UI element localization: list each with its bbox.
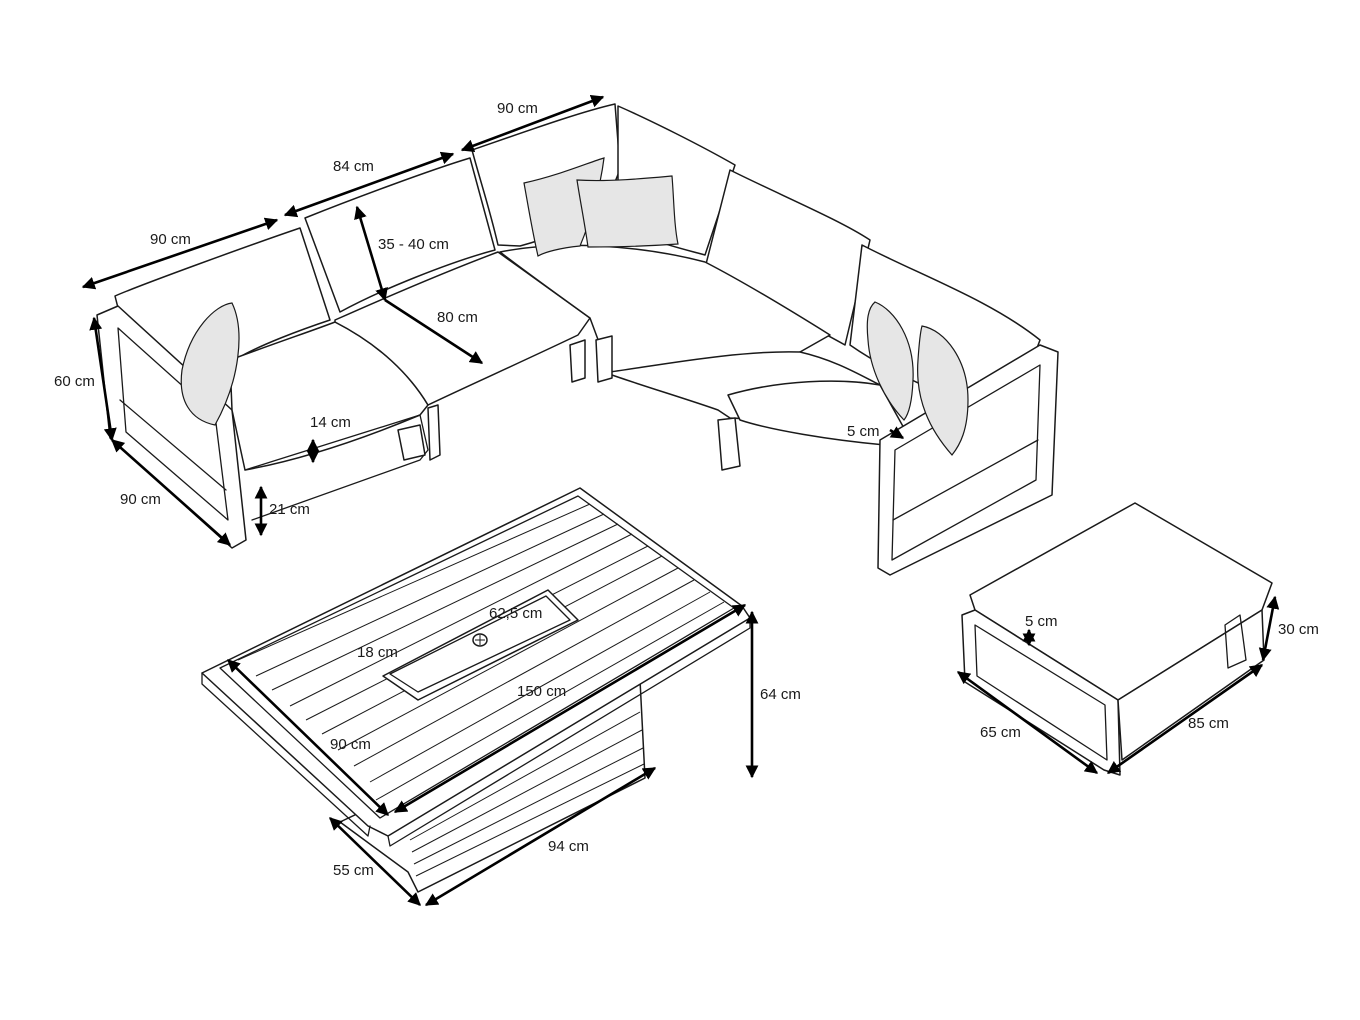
dim-arrow-ottoman-height xyxy=(1258,595,1280,662)
label-cushion-thickness: 14 cm xyxy=(310,414,351,431)
seat-cushion-middle xyxy=(334,251,591,406)
dim-arrow-base-width xyxy=(329,817,421,906)
pillow-corner-b xyxy=(576,175,679,248)
label-table-width: 90 cm xyxy=(330,736,371,753)
label-ottoman-width: 85 cm xyxy=(1188,715,1229,732)
leg-frame-1 xyxy=(397,424,426,461)
dimension-lines xyxy=(81,95,1280,907)
leg-frame-4 xyxy=(595,335,613,383)
label-sofa-corner-width: 90 cm xyxy=(497,100,538,117)
dim-arrow-seat-depth xyxy=(384,298,484,365)
label-table-length: 150 cm xyxy=(517,683,566,700)
leg-frame-2 xyxy=(427,404,441,461)
dimension-labels: 90 cm 84 cm 90 cm 35 - 40 cm 80 cm 60 cm… xyxy=(54,100,1319,879)
dim-arrow-sofa-left-width xyxy=(81,217,279,290)
dim-arrow-table-length xyxy=(227,659,389,816)
label-table-height: 64 cm xyxy=(760,686,801,703)
label-burner-width: 18 cm xyxy=(357,644,398,661)
label-ottoman-depth: 65 cm xyxy=(980,724,1021,741)
dim-arrow-sofa-height xyxy=(89,316,117,442)
label-seat-height: 21 cm xyxy=(269,501,310,518)
dim-arrow-base-length xyxy=(424,766,657,907)
leg-frame-5 xyxy=(717,417,741,471)
right-armrest xyxy=(877,344,1059,576)
label-burner-length: 62,5 cm xyxy=(489,605,542,622)
label-ottoman-height: 30 cm xyxy=(1278,621,1319,638)
fire-pit-table xyxy=(201,487,751,893)
dim-arrow-sofa-corner-width xyxy=(460,95,605,152)
pillow-right-b xyxy=(917,325,969,456)
label-sofa-left-width: 90 cm xyxy=(150,231,191,248)
dim-arrow-ottoman-width xyxy=(1106,663,1264,775)
dim-arrow-ottoman-depth xyxy=(956,670,1099,775)
pillow-left xyxy=(180,302,240,426)
label-base-width: 55 cm xyxy=(333,862,374,879)
dim-arrow-armrest-width xyxy=(889,426,905,440)
dim-arrow-sofa-depth xyxy=(111,439,231,546)
seat-cushion-corner xyxy=(499,244,831,377)
pillow-right-a xyxy=(866,301,914,421)
label-base-length: 94 cm xyxy=(548,838,589,855)
label-backrest-height: 35 - 40 cm xyxy=(378,236,449,253)
label-ottoman-frame: 5 cm xyxy=(1025,613,1058,630)
leg-frame-3 xyxy=(569,339,586,383)
dim-arrow-sofa-middle-width xyxy=(283,151,455,218)
label-seat-depth: 80 cm xyxy=(437,309,478,326)
label-armrest-width: 5 cm xyxy=(847,423,880,440)
label-sofa-depth: 90 cm xyxy=(120,491,161,508)
label-sofa-height: 60 cm xyxy=(54,373,95,390)
label-sofa-middle-width: 84 cm xyxy=(333,158,374,175)
dim-arrow-backrest-height xyxy=(354,205,388,302)
